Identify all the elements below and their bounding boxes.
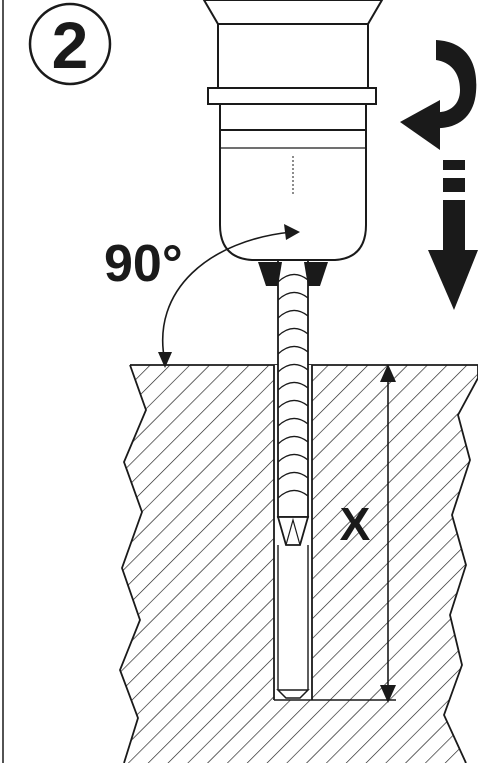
step-number: 2	[52, 8, 89, 82]
step-circle	[28, 2, 112, 86]
drill-chuck	[202, 0, 384, 286]
angle-indicator: 90°	[104, 224, 300, 368]
angle-label: 90°	[104, 235, 183, 293]
wall-outline	[119, 364, 478, 763]
depth-label: X	[340, 498, 371, 550]
depth-dimension: X	[340, 364, 396, 703]
drill-bit	[276, 254, 310, 699]
rotate-arrow-icon	[400, 40, 477, 150]
step-badge: 2	[28, 2, 112, 86]
downward-arrow-icon	[428, 160, 478, 310]
